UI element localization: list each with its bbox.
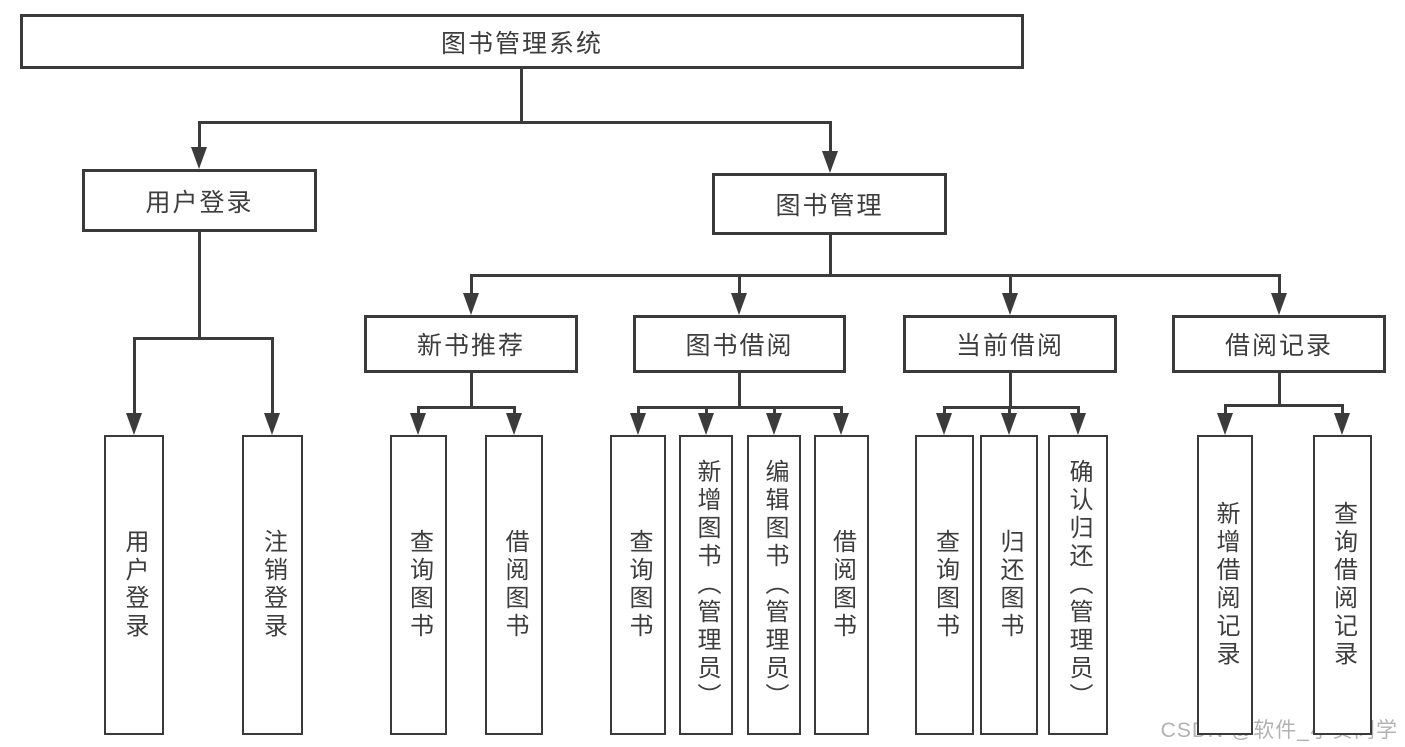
node-label: 用户登录 — [121, 529, 148, 641]
connector-branch-new-book-recommend-children — [416, 405, 516, 409]
node-leaf-borrow-add-books-admin: 新增图书（管理员） — [679, 435, 733, 735]
arrowhead-down-icon — [698, 413, 714, 435]
connector-branch-root-children — [197, 120, 832, 124]
connector-stem-book-borrowing-children — [737, 373, 741, 409]
connector-branch-current-borrowing-children — [942, 405, 1080, 409]
connector-stem-current-borrowing-children — [1008, 373, 1012, 409]
connector-branch-book-management-children — [469, 273, 1281, 277]
connector-drop-user-login-children — [132, 338, 136, 415]
connector-drop-current-borrowing-children — [942, 407, 946, 415]
connector-drop-borrowing-records-children — [1340, 405, 1344, 415]
connector-stem-new-book-recommend-children — [469, 373, 473, 409]
arrowhead-down-icon — [731, 293, 747, 315]
node-leaf-current-return-books: 归还图书 — [980, 435, 1038, 735]
node-label: 查询借阅记录 — [1329, 501, 1357, 669]
node-leaf-logout: 注销登录 — [242, 435, 303, 735]
connector-drop-root-children — [197, 122, 201, 149]
node-leaf-recommend-borrow-books: 借阅图书 — [485, 435, 543, 735]
node-leaf-borrow-edit-books-admin: 编辑图书（管理员） — [747, 435, 801, 735]
connector-stem-root-children — [519, 69, 523, 124]
connector-drop-book-borrowing-children — [704, 407, 708, 415]
connector-drop-book-management-children — [1008, 275, 1012, 295]
node-label: 归还图书 — [996, 529, 1023, 641]
connector-drop-book-management-children — [1277, 275, 1281, 295]
connector-drop-user-login-children — [270, 338, 274, 415]
arrowhead-down-icon — [1001, 413, 1017, 435]
node-label: 确认归还（管理员） — [1065, 459, 1092, 711]
node-leaf-add-borrow-record: 新增借阅记录 — [1197, 435, 1253, 735]
node-book-management: 图书管理 — [712, 173, 947, 235]
arrowhead-down-icon — [191, 147, 207, 169]
node-label: 新增借阅记录 — [1212, 501, 1239, 669]
node-borrowing-records: 借阅记录 — [1172, 315, 1386, 373]
arrowhead-down-icon — [410, 413, 426, 435]
node-label: 注销登录 — [259, 529, 287, 641]
connector-stem-book-management-children — [828, 235, 832, 277]
node-new-book-recommend: 新书推荐 — [364, 315, 578, 373]
arrowhead-down-icon — [936, 413, 952, 435]
node-label: 编辑图书（管理员） — [761, 459, 788, 711]
node-leaf-borrow-borrow-books: 借阅图书 — [814, 435, 869, 735]
connector-drop-new-book-recommend-children — [512, 407, 516, 415]
connector-drop-root-children — [828, 122, 832, 153]
node-user-login: 用户登录 — [82, 169, 317, 232]
connector-drop-borrowing-records-children — [1223, 405, 1227, 415]
connector-stem-user-login-children — [197, 232, 201, 340]
node-label: 查询图书 — [625, 529, 652, 641]
connector-stem-borrowing-records-children — [1277, 373, 1281, 407]
connector-drop-new-book-recommend-children — [416, 407, 420, 415]
arrowhead-down-icon — [630, 413, 646, 435]
connector-drop-book-borrowing-children — [839, 407, 843, 415]
node-book-borrowing: 图书借阅 — [633, 315, 846, 373]
arrowhead-down-icon — [463, 293, 479, 315]
connector-branch-borrowing-records-children — [1223, 403, 1344, 407]
connector-drop-current-borrowing-children — [1007, 407, 1011, 415]
connector-drop-book-borrowing-children — [636, 407, 640, 415]
arrowhead-down-icon — [1070, 413, 1086, 435]
node-leaf-borrow-query-books: 查询图书 — [610, 435, 666, 735]
node-leaf-user-login: 用户登录 — [104, 435, 164, 735]
node-current-borrowing: 当前借阅 — [903, 315, 1117, 373]
arrowhead-down-icon — [264, 413, 280, 435]
arrowhead-down-icon — [1217, 413, 1233, 435]
node-leaf-current-query-books: 查询图书 — [915, 435, 974, 735]
node-root: 图书管理系统 — [20, 14, 1024, 69]
connector-drop-book-management-children — [469, 275, 473, 295]
connector-drop-book-borrowing-children — [772, 407, 776, 415]
arrowhead-down-icon — [126, 413, 142, 435]
node-label: 查询图书 — [931, 529, 959, 641]
node-label: 新增图书（管理员） — [693, 459, 720, 711]
node-leaf-recommend-query-books: 查询图书 — [390, 435, 447, 735]
node-leaf-confirm-return-admin: 确认归还（管理员） — [1048, 435, 1108, 735]
arrowhead-down-icon — [766, 413, 782, 435]
arrowhead-down-icon — [506, 413, 522, 435]
arrowhead-down-icon — [1334, 413, 1350, 435]
connector-drop-book-management-children — [737, 275, 741, 295]
connector-drop-current-borrowing-children — [1076, 407, 1080, 415]
node-label: 借阅图书 — [501, 529, 528, 641]
connector-branch-book-borrowing-children — [636, 405, 843, 409]
arrowhead-down-icon — [822, 151, 838, 173]
arrowhead-down-icon — [1271, 293, 1287, 315]
node-label: 查询图书 — [405, 529, 433, 641]
node-label: 借阅图书 — [828, 529, 856, 641]
connector-branch-user-login-children — [132, 336, 274, 340]
node-leaf-query-borrow-record: 查询借阅记录 — [1313, 435, 1372, 735]
arrowhead-down-icon — [1002, 293, 1018, 315]
arrowhead-down-icon — [833, 413, 849, 435]
